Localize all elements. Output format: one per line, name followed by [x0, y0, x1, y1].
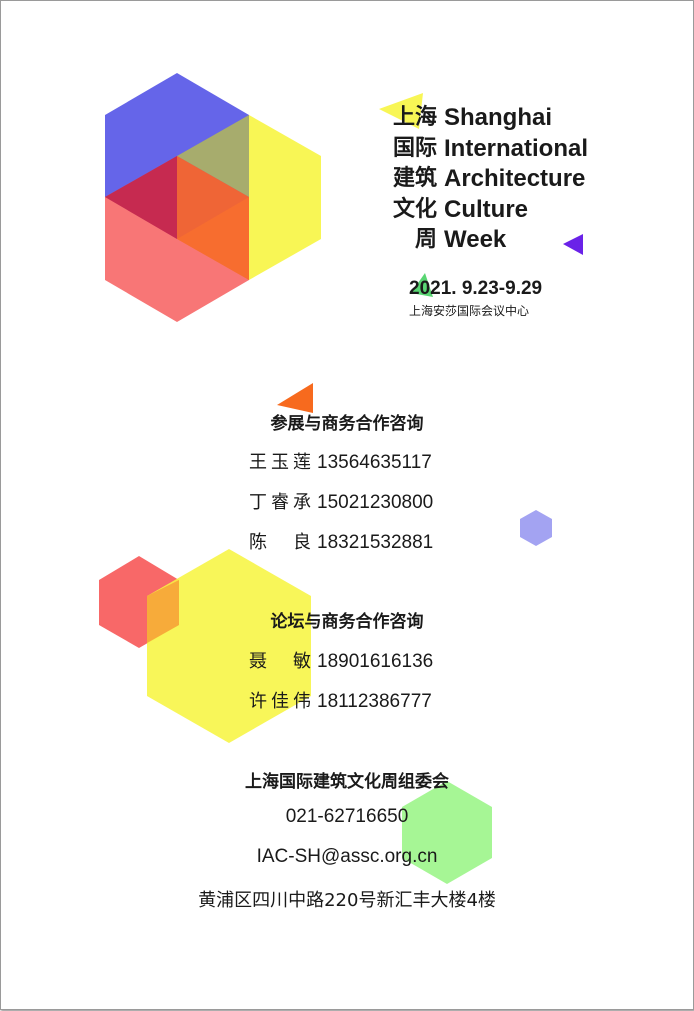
organizer-heading: 上海国际建筑文化周组委会 — [245, 772, 449, 792]
organizer-phone[interactable]: 021-62716650 — [285, 806, 409, 827]
contact-row: 丁睿承 15021230800 — [249, 488, 433, 514]
contact-row: 许佳伟 18112386777 — [249, 687, 432, 713]
contact-row: 陈 良 18321532881 — [249, 528, 433, 554]
event-date: 2021. 9.23-9.29 — [409, 278, 543, 299]
title-cn-line: 建筑 — [392, 166, 437, 191]
contact-name: 聂 敏 — [249, 651, 311, 672]
contact-phone[interactable]: 13564635117 — [317, 452, 432, 473]
contact-name: 陈 良 — [249, 532, 311, 553]
title-cn-line: 文化 — [392, 196, 437, 222]
title-en-line: Architecture — [444, 165, 586, 192]
contact-name: 王玉莲 — [249, 452, 311, 473]
exhibit-heading: 参展与商务合作咨询 — [270, 414, 424, 434]
title-english: Shanghai International Architecture Cult… — [444, 103, 588, 256]
contact-phone[interactable]: 18112386777 — [317, 691, 432, 712]
orange-triangle-accent — [277, 383, 313, 413]
organizer-email[interactable]: IAC-SH@assc.org.cn — [256, 846, 438, 867]
title-cn-line: 周 — [414, 227, 437, 252]
contact-name: 许佳伟 — [249, 691, 311, 712]
yellow-red-overlap — [147, 580, 179, 643]
contact-phone[interactable]: 18321532881 — [317, 532, 434, 553]
logo-hexagon-cluster — [105, 73, 321, 322]
title-en-line: Week — [444, 226, 507, 253]
title-en-line: Culture — [444, 195, 528, 223]
green-hexagon — [402, 781, 492, 884]
purple-triangle-accent — [563, 234, 583, 255]
logo-overlap-orange — [177, 156, 249, 280]
title-chinese: 上海 国际 建筑 文化 周 — [381, 103, 437, 256]
logo-overlap-olive — [177, 115, 249, 197]
yellow-big-hexagon — [147, 549, 311, 743]
contact-name: 丁睿承 — [249, 492, 311, 513]
title-en-line: International — [444, 134, 589, 162]
contact-row: 王玉莲 13564635117 — [249, 448, 432, 474]
contact-row: 聂 敏 18901616136 — [249, 647, 433, 673]
green-triangle-accent — [411, 273, 433, 297]
contact-phone[interactable]: 18901616136 — [317, 651, 434, 672]
yellow-triangle-accent — [379, 93, 423, 129]
title-en-line: Shanghai — [444, 104, 553, 131]
forum-heading: 论坛与商务合作咨询 — [270, 612, 424, 632]
event-venue: 上海安莎国际会议中心 — [409, 304, 530, 318]
logo-overlap-crimson — [105, 156, 177, 239]
organizer-address: 黄浦区四川中路220号新汇丰大楼4楼 — [198, 890, 496, 911]
lavender-hexagon — [520, 510, 552, 546]
title-cn-line: 上海 — [392, 105, 437, 130]
contact-phone[interactable]: 15021230800 — [317, 492, 434, 513]
title-cn-line: 国际 — [392, 135, 437, 161]
